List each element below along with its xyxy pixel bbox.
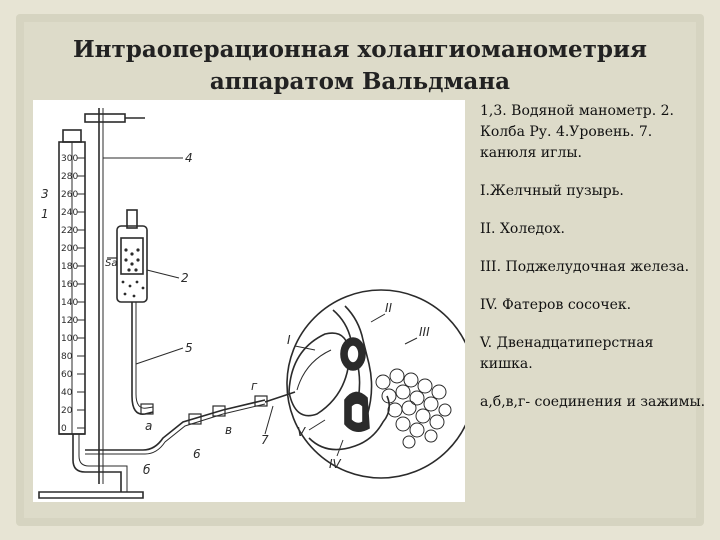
legend-item: а,б,в,г- соединения и зажимы. — [480, 394, 706, 410]
label-v: в — [225, 423, 232, 437]
main-tubing — [85, 399, 266, 451]
legend-item: 1,3. Водяной манометр. 2. Колба Ру. 4.Ур… — [480, 103, 675, 161]
title-line-1: Интраоперационная холангиоманометрия — [72, 36, 648, 63]
title-line-2: аппаратом Вальдмана — [209, 68, 511, 95]
label-2: 2 — [181, 271, 189, 285]
legend-text: 1,3. Водяной манометр. 2. Колба Ру. 4.Ур… — [480, 101, 708, 430]
manometer-cap — [62, 129, 82, 143]
scale-tick-label: 100 — [61, 334, 78, 344]
legend-item: III. Поджелудочная железа. — [480, 259, 690, 275]
label-g: г — [251, 379, 258, 393]
flask-stopper — [126, 209, 138, 229]
magnified-view — [286, 289, 465, 479]
label-roman-II: II — [385, 301, 393, 315]
scale-tick-label: 260 — [61, 190, 78, 200]
gallbladder-fold — [296, 349, 332, 391]
scale-tick-label: 280 — [61, 172, 78, 182]
gallbladder — [288, 332, 350, 417]
label-4: 4 — [185, 151, 193, 165]
scale-tick-label: 20 — [61, 406, 73, 416]
duodenum — [308, 395, 391, 451]
base-tubing-2 — [78, 434, 128, 492]
legend-item: II. Холедох. — [480, 221, 565, 237]
diagram-svg: 3002802602402202001801601401201008060402… — [38, 108, 465, 499]
label-roman-IV: IV — [329, 457, 342, 471]
cannula-leader — [264, 405, 274, 435]
scale-tick-label: 80 — [61, 352, 73, 362]
top-clamp — [84, 113, 126, 123]
flask-tube-inner — [135, 302, 154, 409]
clamp-v — [212, 405, 226, 417]
leader-III — [404, 337, 418, 345]
label-b: б — [143, 463, 151, 477]
label-7: 7 — [261, 433, 269, 447]
label-5: 5 — [185, 341, 193, 355]
scale-tick-label: 140 — [61, 298, 78, 308]
flask-label-leader — [146, 269, 180, 279]
leader-V — [308, 419, 326, 431]
scale-tick-label: 160 — [61, 280, 78, 290]
label-roman-III: III — [419, 325, 430, 339]
bile-duct-2 — [344, 305, 373, 417]
label-a: а — [145, 419, 152, 433]
leader-IV — [336, 439, 344, 457]
label-roman-I: I — [287, 333, 291, 347]
manometer-scale: 3002802602402202001801601401201008060402… — [61, 154, 85, 434]
label-sa: Sa — [105, 258, 117, 269]
flask-inner-chamber — [120, 237, 144, 275]
scale-tick-label: 220 — [61, 226, 78, 236]
clamp-a — [140, 403, 154, 415]
base-tubing — [72, 434, 122, 492]
legend-item: I.Желчный пузырь. — [480, 183, 624, 199]
scale-tick-label: 180 — [61, 262, 78, 272]
scale-tick-label: 240 — [61, 208, 78, 218]
clamp-b — [188, 413, 202, 425]
label-roman-V: V — [297, 425, 306, 439]
slide-title: Интраоперационная холангиоманометрия апп… — [40, 34, 680, 98]
papilla-lumen-lower — [350, 402, 364, 425]
scale-tick-label: 40 — [61, 388, 73, 398]
tube-5-leader — [135, 347, 184, 365]
flask-tube — [131, 302, 154, 415]
leader-II — [370, 313, 386, 323]
legend-item: IV. Фатеров сосочек. — [480, 297, 632, 313]
label-1: 1 — [41, 207, 49, 221]
main-tubing-2 — [85, 403, 266, 455]
scale-tick-label: 60 — [61, 370, 73, 380]
pancreas-texture — [375, 368, 452, 449]
leader-I — [294, 345, 316, 351]
stand-base — [38, 491, 144, 499]
scale-tick-label: 0 — [61, 424, 67, 434]
label-6: 6 — [193, 447, 201, 461]
label-3: 3 — [41, 187, 49, 201]
scale-tick-label: 300 — [61, 154, 78, 164]
scale-tick-label: 200 — [61, 244, 78, 254]
legend-item: V. Двенадцатиперстная кишка. — [480, 335, 654, 372]
flask-liquid-dots — [121, 248, 145, 298]
papilla-lumen-upper — [346, 344, 360, 364]
scale-tick-label: 120 — [61, 316, 78, 326]
